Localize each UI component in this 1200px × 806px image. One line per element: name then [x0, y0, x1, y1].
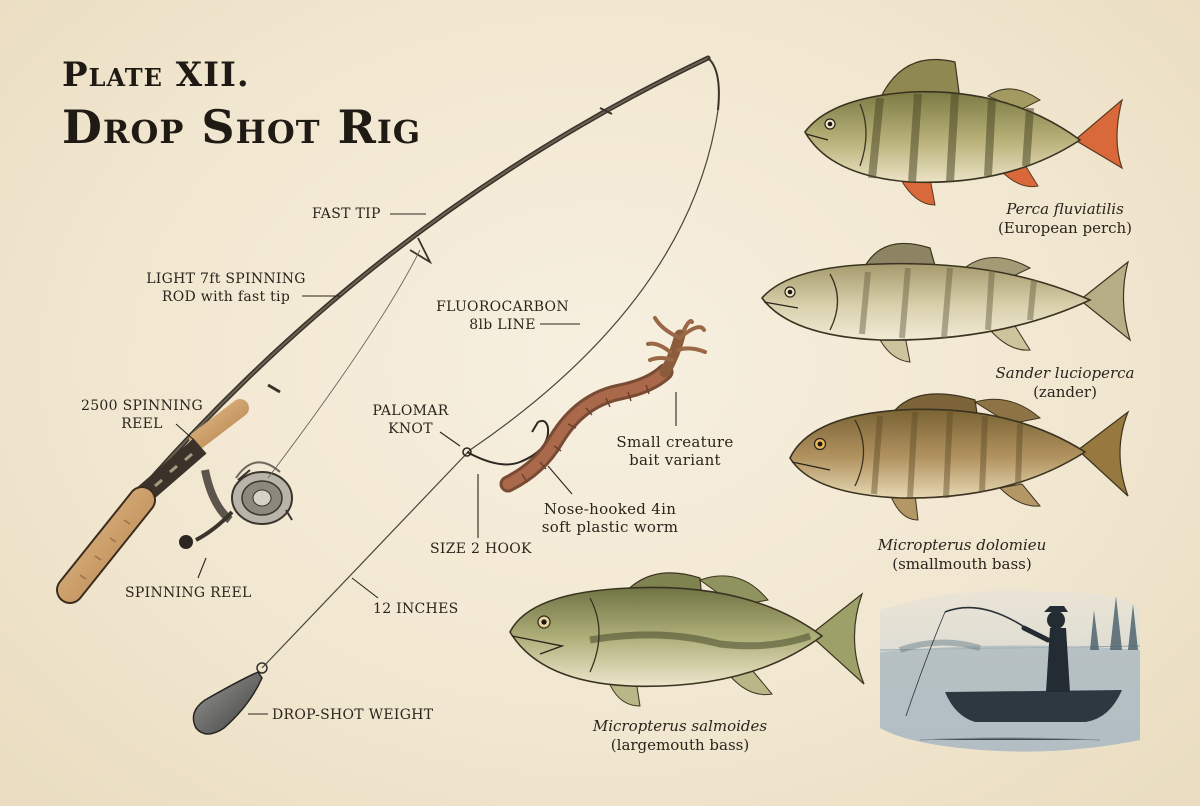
- fish-perch-illustration: [804, 58, 1124, 206]
- creature-bait-icon: [646, 316, 707, 378]
- label-reel-size: 2500 SPINNING REEL: [78, 397, 206, 433]
- fish-smallmouth-illustration: [789, 393, 1130, 521]
- label-line: FLUOROCARBON 8lb LINE: [430, 298, 575, 334]
- label-rod-line1: LIGHT 7ft SPINNING: [146, 271, 306, 287]
- sinker-icon: [192, 662, 268, 735]
- caption-perch-scientific: Perca fluviatilis: [1006, 200, 1124, 218]
- label-creature-line1: Small creature: [616, 433, 734, 451]
- label-creature-line2: bait variant: [629, 451, 721, 469]
- plate-number: Plate XII.: [62, 55, 250, 95]
- caption-largemouth: Micropterus salmoides (largemouth bass): [560, 717, 800, 755]
- caption-smallmouth-scientific: Micropterus dolomieu: [877, 536, 1047, 554]
- plate-title: Drop Shot Rig: [62, 100, 422, 154]
- label-hook: SIZE 2 HOOK: [430, 541, 532, 557]
- caption-largemouth-scientific: Micropterus salmoides: [592, 717, 768, 735]
- label-spinning-reel: SPINNING REEL: [125, 585, 252, 601]
- caption-perch-common: (European perch): [997, 219, 1133, 237]
- label-leader-length: 12 INCHES: [373, 601, 459, 617]
- caption-zander-common: (zander): [1033, 383, 1097, 401]
- label-knot-line2: KNOT: [388, 421, 433, 437]
- label-reel-size-line1: 2500 SPINNING: [81, 398, 203, 414]
- label-fast-tip: FAST TIP: [312, 206, 381, 222]
- caption-zander: Sander lucioperca (zander): [965, 364, 1165, 402]
- label-rod-line2: ROD with fast tip: [161, 289, 291, 305]
- worm-icon: [499, 363, 674, 493]
- label-worm: Nose-hooked 4in soft plastic worm: [535, 500, 685, 536]
- fisherman-boat-scene: [879, 590, 1141, 752]
- leader-lines: [175, 213, 677, 715]
- label-line-line1: FLUOROCARBON: [436, 299, 569, 315]
- label-creature-bait: Small creature bait variant: [610, 433, 740, 469]
- caption-smallmouth: Micropterus dolomieu (smallmouth bass): [852, 536, 1072, 574]
- fish-zander-illustration: [760, 242, 1132, 363]
- label-worm-line2: soft plastic worm: [541, 518, 679, 536]
- fish-largemouth-illustration: [509, 572, 865, 707]
- fishing-rod-icon: [56, 55, 720, 604]
- label-knot: PALOMAR KNOT: [368, 402, 453, 438]
- caption-smallmouth-common: (smallmouth bass): [892, 555, 1032, 573]
- label-rod: LIGHT 7ft SPINNING ROD with fast tip: [145, 270, 307, 306]
- fishing-line: [261, 109, 719, 669]
- label-line-line2: 8lb LINE: [469, 317, 536, 333]
- label-worm-line1: Nose-hooked 4in: [543, 500, 677, 518]
- label-reel-size-line2: REEL: [121, 416, 163, 432]
- caption-largemouth-common: (largemouth bass): [610, 736, 750, 754]
- caption-zander-scientific: Sander lucioperca: [995, 364, 1135, 382]
- caption-perch: Perca fluviatilis (European perch): [975, 200, 1155, 238]
- label-knot-line1: PALOMAR: [372, 403, 449, 419]
- label-weight: DROP-SHOT WEIGHT: [272, 707, 434, 723]
- spinning-reel-icon: [179, 461, 293, 549]
